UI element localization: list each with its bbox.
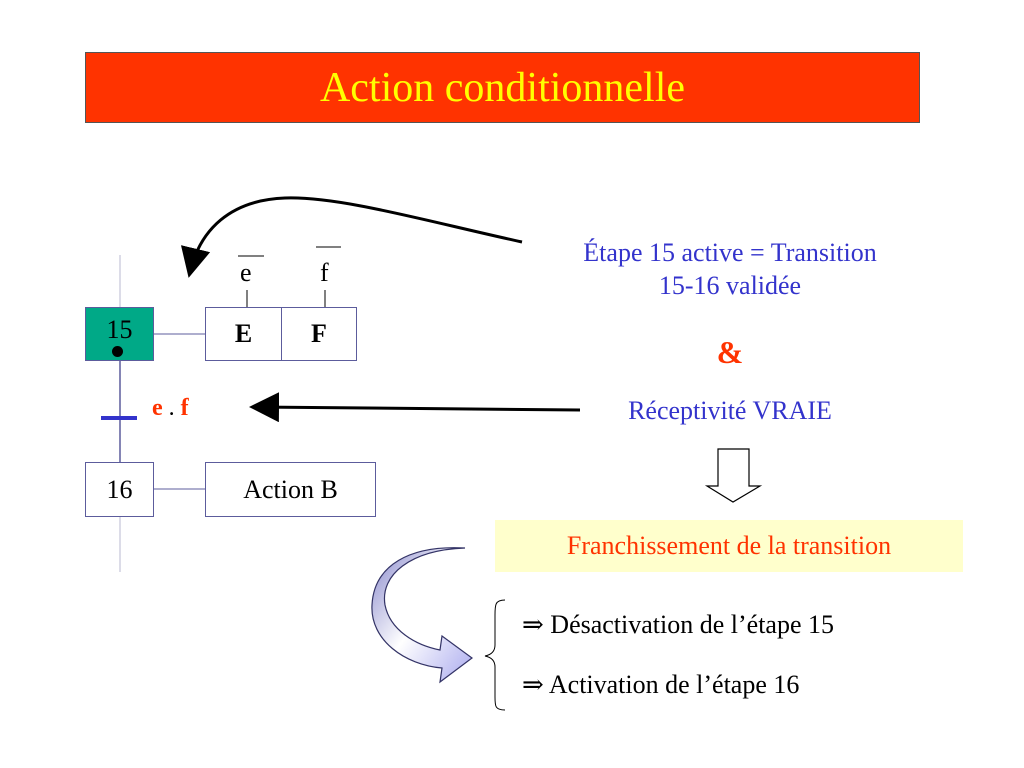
consequence-1: ⇒ Désactivation de l’étape 15 [522, 610, 834, 640]
active-token [112, 346, 123, 357]
franchissement-box: Franchissement de la transition [495, 520, 963, 572]
etape-active-line1: Étape 15 active = Transition [583, 238, 877, 267]
curved-arrow [180, 196, 523, 278]
condition-left: e [152, 395, 163, 421]
implies-icon: ⇒ [522, 670, 544, 699]
ampersand: & [716, 334, 744, 370]
ribbon-arrow [371, 547, 474, 684]
condition-var-e: e [240, 258, 252, 287]
franchissement-text: Franchissement de la transition [566, 531, 892, 560]
condition-var-f: f [320, 258, 329, 287]
receptivite-note: Réceptivité VRAIE [628, 396, 832, 425]
action-b: Action B [205, 462, 376, 517]
transition-condition: e . f [152, 395, 189, 422]
action-f-label: F [311, 319, 327, 348]
step-15: 15 [85, 307, 154, 361]
action-f: F [281, 307, 357, 361]
page-title: Action conditionnelle [319, 64, 686, 111]
step-15-label: 15 [106, 315, 133, 344]
action-e-label: E [234, 319, 253, 348]
step-16-label: 16 [106, 474, 133, 504]
etape-active-note: Étape 15 active = Transition 15-16 valid… [520, 236, 940, 302]
down-hollow-arrow [704, 448, 763, 503]
action-b-label: Action B [243, 474, 338, 504]
action-e: E [205, 307, 282, 361]
curly-brace [484, 599, 506, 711]
etape-active-line2: 15-16 validée [658, 271, 802, 300]
consequence-1-text: Désactivation de l’étape 15 [550, 610, 835, 639]
step-16: 16 [85, 462, 154, 517]
implies-icon: ⇒ [522, 610, 544, 639]
title-bar: Action conditionnelle [85, 52, 920, 123]
consequence-2-text: Activation de l’étape 16 [548, 670, 800, 699]
consequence-2: ⇒ Activation de l’étape 16 [522, 670, 799, 700]
condition-right: f [180, 395, 189, 421]
receptivite-arrow [249, 392, 581, 423]
condition-op: . [168, 395, 175, 421]
